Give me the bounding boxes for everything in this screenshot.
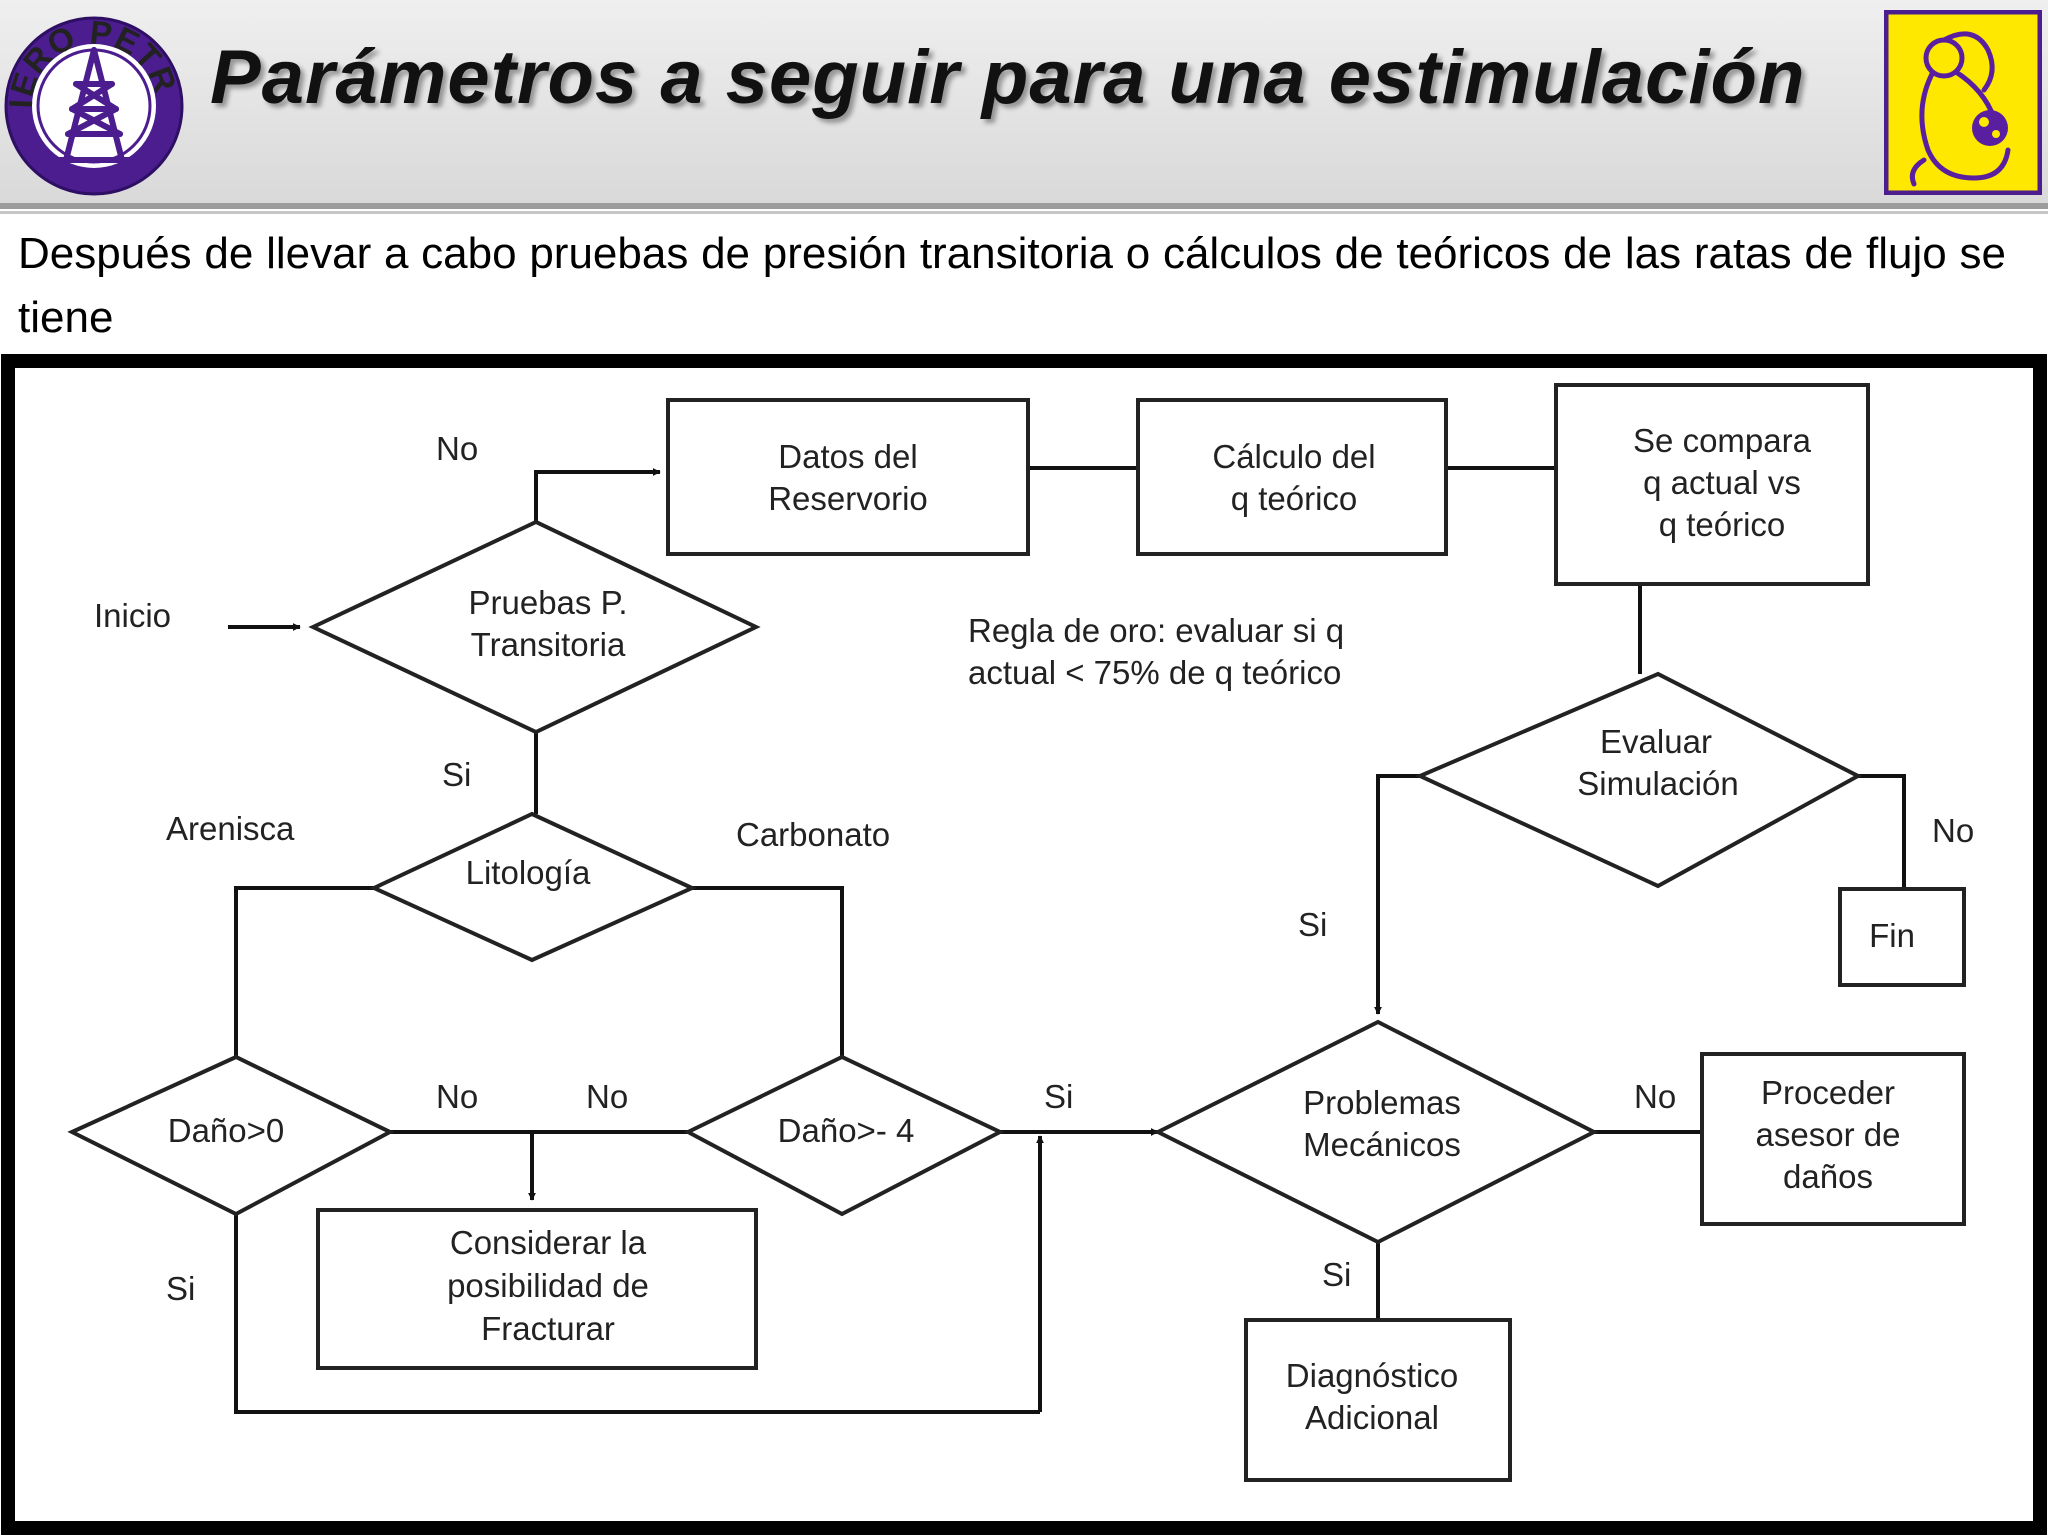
edge-label-inicio: Inicio	[94, 597, 171, 634]
ingeniero-petrolero-logo: INGENIERO PETROLERO	[2, 14, 184, 196]
header-divider-light	[0, 211, 2048, 214]
label-evaluar-2: Simulación	[1577, 765, 1738, 802]
node-litologia	[369, 811, 697, 963]
intro-text: Después de llevar a cabo pruebas de pres…	[18, 229, 2006, 342]
label-diagnostico-2: Adicional	[1305, 1399, 1439, 1436]
line-dano0-si-loop	[234, 1214, 1040, 1414]
edge-label-dano0-no: No	[436, 1078, 478, 1115]
node-considerar-fracturar	[316, 1208, 758, 1370]
note-regla-de-oro-1: Regla de oro: evaluar si q	[968, 612, 1344, 649]
node-fin	[1838, 887, 1966, 987]
node-diagnostico-adicional	[1244, 1318, 1512, 1482]
header-divider	[0, 203, 2048, 209]
arrow-evaluar-si-to-problemas	[1374, 774, 1420, 1015]
slide-header	[0, 0, 2048, 203]
university-emblem	[1884, 10, 2042, 195]
node-pruebas-transitoria	[308, 519, 761, 735]
edge-label-dano0-si: Si	[166, 1270, 195, 1307]
edge-label-evaluar-no: No	[1932, 812, 1974, 849]
label-calculo-q-2: q teórico	[1231, 480, 1358, 517]
label-considerar-3: Fracturar	[481, 1310, 615, 1347]
node-datos-reservorio	[666, 398, 1030, 556]
edge-label-problemas-no: No	[1634, 1078, 1676, 1115]
line-litologia-carbonato	[690, 886, 844, 1057]
arrow-pruebas-no-to-datos	[534, 468, 661, 522]
node-evaluar-simulacion	[1415, 671, 1863, 889]
line-evaluar-no-to-fin	[1858, 774, 1906, 889]
node-dano-mayor-0	[67, 1054, 395, 1217]
edge-label-dano4-si: Si	[1044, 1078, 1073, 1115]
label-compara-3: q teórico	[1659, 506, 1786, 543]
label-dano0: Daño>0	[168, 1112, 285, 1149]
edge-label-pruebas-no: No	[436, 430, 478, 467]
label-evaluar-1: Evaluar	[1600, 723, 1712, 760]
label-fin: Fin	[1869, 917, 1915, 954]
edge-label-carbonato: Carbonato	[736, 816, 890, 853]
label-calculo-q-1: Cálculo del	[1212, 438, 1375, 475]
edge-label-problemas-si: Si	[1322, 1256, 1351, 1293]
node-compara-q	[1554, 383, 1870, 586]
node-problemas-mecanicos	[1153, 1019, 1599, 1245]
label-litologia: Litología	[466, 854, 591, 891]
label-considerar-1: Considerar la	[450, 1224, 647, 1261]
label-datos-reservorio-2: Reservorio	[768, 480, 928, 517]
edge-label-evaluar-si: Si	[1298, 906, 1327, 943]
label-compara-2: q actual vs	[1643, 464, 1801, 501]
line-litologia-arenisca	[234, 886, 374, 1057]
label-pruebas-2: Transitoria	[471, 626, 626, 663]
note-regla-de-oro-2: actual < 75% de q teórico	[968, 654, 1341, 691]
page-title: Parámetros a seguir para una estimulació…	[210, 35, 1806, 120]
node-dano-mayor-menos-4	[683, 1054, 1005, 1217]
label-datos-reservorio-1: Datos del	[778, 438, 917, 475]
label-problemas-2: Mecánicos	[1303, 1126, 1461, 1163]
node-proceder-asesor	[1700, 1052, 1966, 1226]
label-problemas-1: Problemas	[1303, 1084, 1461, 1121]
label-proceder-2: asesor de	[1756, 1116, 1901, 1153]
label-pruebas-1: Pruebas P.	[468, 584, 627, 621]
label-dano4: Daño>- 4	[778, 1112, 915, 1149]
flowchart: Datos del Reservorio Cálculo del q teóri…	[0, 352, 2048, 1536]
node-calculo-q-teorico	[1136, 398, 1448, 556]
edge-label-pruebas-si: Si	[442, 756, 471, 793]
label-proceder-1: Proceder	[1761, 1074, 1895, 1111]
edge-label-dano4-no: No	[586, 1078, 628, 1115]
label-compara-1: Se compara	[1633, 422, 1812, 459]
label-diagnostico-1: Diagnóstico	[1286, 1357, 1458, 1394]
label-considerar-2: posibilidad de	[447, 1267, 649, 1304]
edge-label-arenisca: Arenisca	[166, 810, 295, 847]
label-proceder-3: daños	[1783, 1158, 1873, 1195]
